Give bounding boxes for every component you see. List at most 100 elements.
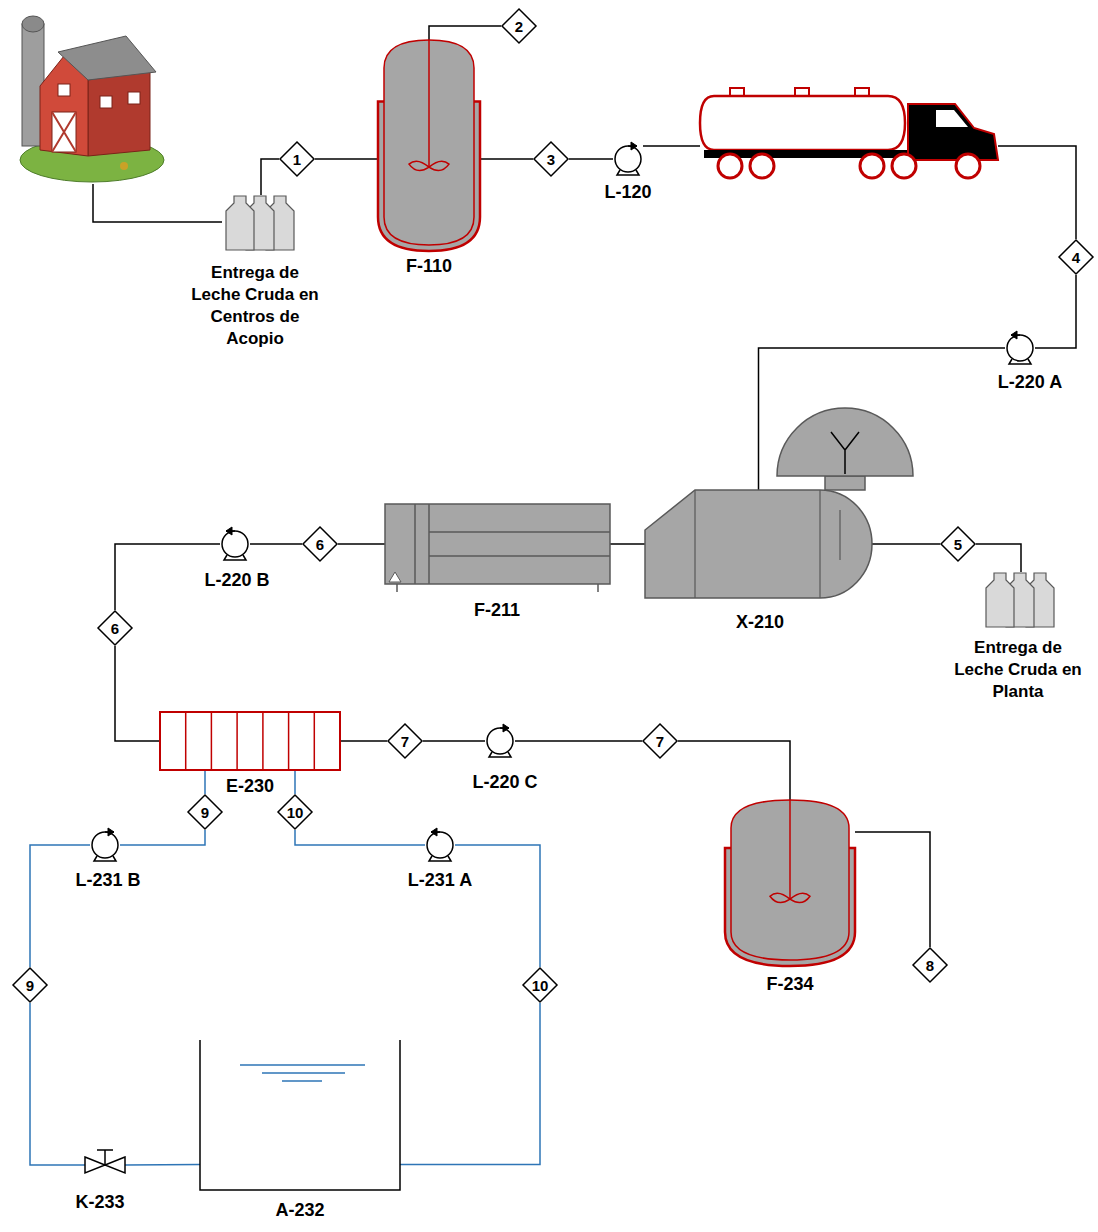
stream-diamond: 9 <box>187 794 223 830</box>
equipment-pump: L-231 B <box>90 830 120 860</box>
process-line <box>120 830 205 845</box>
diamond-shape <box>1059 240 1093 274</box>
equipment-pump: L-120 <box>613 144 643 174</box>
pump-casing <box>487 728 513 754</box>
process-line <box>315 158 378 160</box>
equipment-label: L-220 B <box>204 570 269 592</box>
wheel <box>860 154 884 178</box>
filter-shell <box>385 504 610 584</box>
diamond-shape <box>303 527 337 561</box>
process-line <box>30 845 90 967</box>
milk-can <box>986 573 1014 627</box>
stream-number: 7 <box>656 734 664 749</box>
equipment-vessel: F-234 <box>725 800 855 960</box>
barn-window <box>128 92 140 104</box>
diamond-shape <box>188 795 222 829</box>
diamond-shape <box>278 795 312 829</box>
equipment-label: L-231 B <box>75 870 140 892</box>
equipment-label: F-234 <box>766 974 813 996</box>
process-line <box>261 159 279 195</box>
separator-vent <box>831 432 859 474</box>
process-line <box>30 1003 85 1165</box>
delivery-line <box>93 184 222 222</box>
equipment-label: X-210 <box>736 612 784 634</box>
diamond-shape <box>502 9 536 43</box>
filter-legs <box>397 584 598 592</box>
stream-number: 4 <box>1072 250 1080 265</box>
equipment-vessel: F-110 <box>378 40 480 245</box>
equipment-hex: E-230 <box>160 712 340 770</box>
equipment-symbol <box>725 800 855 960</box>
separator-body <box>645 490 872 598</box>
barn-window <box>100 96 112 108</box>
stream-number: 2 <box>515 19 523 34</box>
diamond-shape <box>913 948 947 982</box>
chicken <box>120 162 128 170</box>
equipment-bottles: Entrega de Leche Cruda en Planta <box>982 572 1060 627</box>
wheel <box>750 154 774 178</box>
equipment-symbol <box>220 529 250 559</box>
stream-diamond: 10 <box>522 967 558 1003</box>
tank-wall <box>200 1040 400 1190</box>
pump-arrow <box>631 142 637 150</box>
equipment-label: K-233 <box>75 1192 124 1214</box>
valve-body <box>85 1157 125 1173</box>
truck-cab <box>908 104 998 160</box>
process-line <box>250 543 302 545</box>
wheel <box>718 154 742 178</box>
door-brace <box>52 112 76 152</box>
process-line <box>678 741 790 800</box>
equipment-symbol <box>485 726 515 756</box>
separator-detail <box>695 490 840 598</box>
equipment-symbol <box>222 195 300 250</box>
stream-diamond: 3 <box>533 141 569 177</box>
barn-window <box>58 84 70 96</box>
equipment-symbol <box>200 1040 400 1190</box>
filter-tubes <box>415 504 610 584</box>
process-line <box>429 26 501 40</box>
pump-arrow <box>431 828 437 836</box>
equipment-symbol <box>85 1149 125 1181</box>
equipment-pump: L-220 A <box>1005 333 1035 363</box>
pump-arrow <box>503 724 509 732</box>
process-line <box>115 544 220 610</box>
process-line <box>294 770 296 794</box>
process-line <box>115 646 160 741</box>
process-line <box>976 544 1021 572</box>
pump-casing <box>1007 335 1033 361</box>
agitator-impeller <box>770 893 810 902</box>
stream-diamond: 5 <box>940 526 976 562</box>
diamond-shape <box>280 142 314 176</box>
agitator-shaft <box>428 40 430 167</box>
equipment-symbol <box>160 712 340 770</box>
separator-neck <box>825 476 865 490</box>
equipment-label: L-120 <box>604 182 651 204</box>
stream-number: 6 <box>111 621 119 636</box>
equipment-label: Entrega de Leche Cruda en Planta <box>951 637 1086 703</box>
truck-fill-line <box>643 145 700 147</box>
truck-tank <box>700 96 905 150</box>
agitator-impeller <box>409 161 449 170</box>
process-line <box>204 770 206 794</box>
stream-diamond: 1 <box>279 141 315 177</box>
equipment-tank: A-232 <box>200 1040 400 1190</box>
process-line <box>455 845 540 967</box>
process-line <box>423 740 485 742</box>
equipment-pump: L-220 C <box>485 726 515 756</box>
stream-number: 3 <box>547 152 555 167</box>
process-line <box>338 543 385 545</box>
stream-number: 1 <box>293 152 301 167</box>
equipment-label: A-232 <box>275 1200 324 1222</box>
stream-diamond: 4 <box>1058 239 1094 275</box>
barn-side <box>88 70 150 156</box>
stream-diamond: 6 <box>97 610 133 646</box>
stream-number: 9 <box>26 978 34 993</box>
equipment-symbol <box>90 830 120 860</box>
process-line <box>295 830 425 845</box>
vessel-body <box>731 800 849 960</box>
equipment-label: L-220 A <box>998 372 1062 394</box>
process-line <box>1035 275 1076 348</box>
stream-diamond: 6 <box>302 526 338 562</box>
stream-diamond: 2 <box>501 8 537 44</box>
